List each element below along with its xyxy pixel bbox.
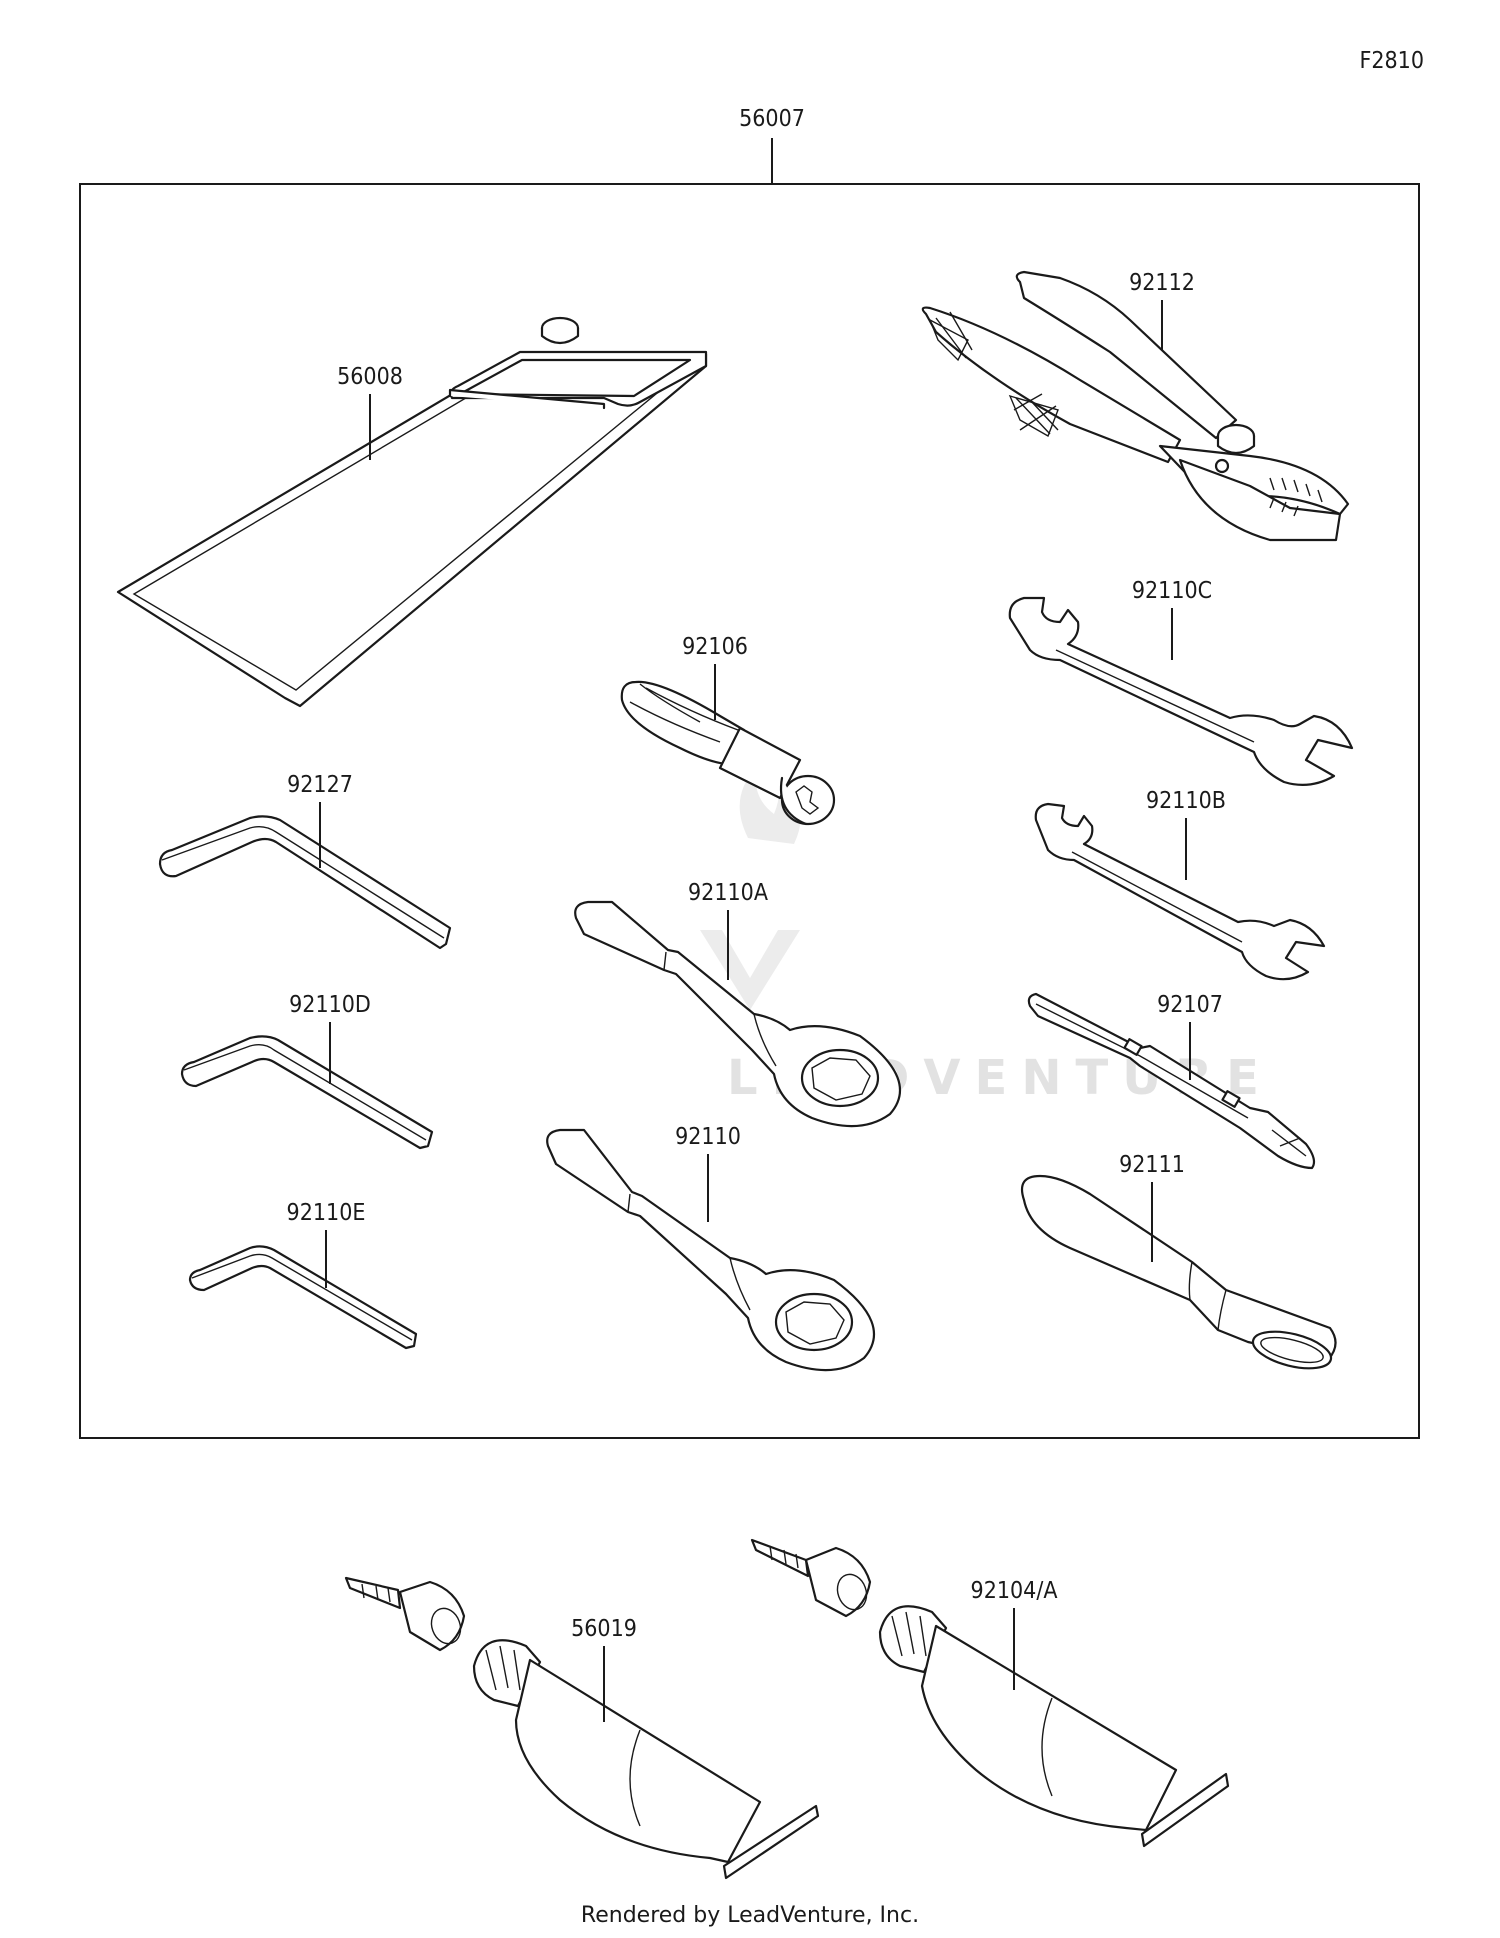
tube-56019 (344, 1576, 820, 1880)
label-92110D[interactable]: 92110D (289, 992, 371, 1018)
label-56008[interactable]: 56008 (337, 364, 403, 390)
wrench-92110C (1008, 596, 1354, 787)
label-92112[interactable]: 92112 (1129, 270, 1195, 296)
label-92111[interactable]: 92111 (1119, 1152, 1185, 1178)
diagram-code: F2810 (1359, 48, 1424, 74)
screwdriver-92107 (1027, 992, 1316, 1170)
label-92106[interactable]: 92106 (682, 634, 748, 660)
ring-wrench-92110A (574, 900, 902, 1128)
pliers-92112 (921, 270, 1350, 542)
wrench-92110B (1034, 802, 1326, 981)
hex-key-92110D (180, 1035, 434, 1150)
label-92107[interactable]: 92107 (1157, 992, 1223, 1018)
footer-credit: Rendered by LeadVenture, Inc. (581, 1903, 919, 1928)
label-92110B[interactable]: 92110B (1146, 788, 1226, 814)
hex-key-92127 (158, 815, 452, 950)
tool-case-56008 (116, 316, 708, 708)
label-56007[interactable]: 56007 (739, 106, 805, 132)
label-56019[interactable]: 56019 (571, 1616, 637, 1642)
socket-92106 (620, 680, 836, 826)
handle-92111 (1020, 1174, 1337, 1370)
label-92110[interactable]: 92110 (675, 1124, 741, 1150)
hex-key-92110E (188, 1245, 418, 1350)
label-92110A[interactable]: 92110A (688, 880, 768, 906)
label-92104A[interactable]: 92104/A (971, 1578, 1058, 1604)
kit-frame (79, 183, 1420, 1439)
label-92110E[interactable]: 92110E (287, 1200, 366, 1226)
label-92110C[interactable]: 92110C (1132, 578, 1212, 604)
label-92127[interactable]: 92127 (287, 772, 353, 798)
tube-92104A (750, 1538, 1230, 1848)
ring-wrench-92110 (546, 1128, 876, 1372)
